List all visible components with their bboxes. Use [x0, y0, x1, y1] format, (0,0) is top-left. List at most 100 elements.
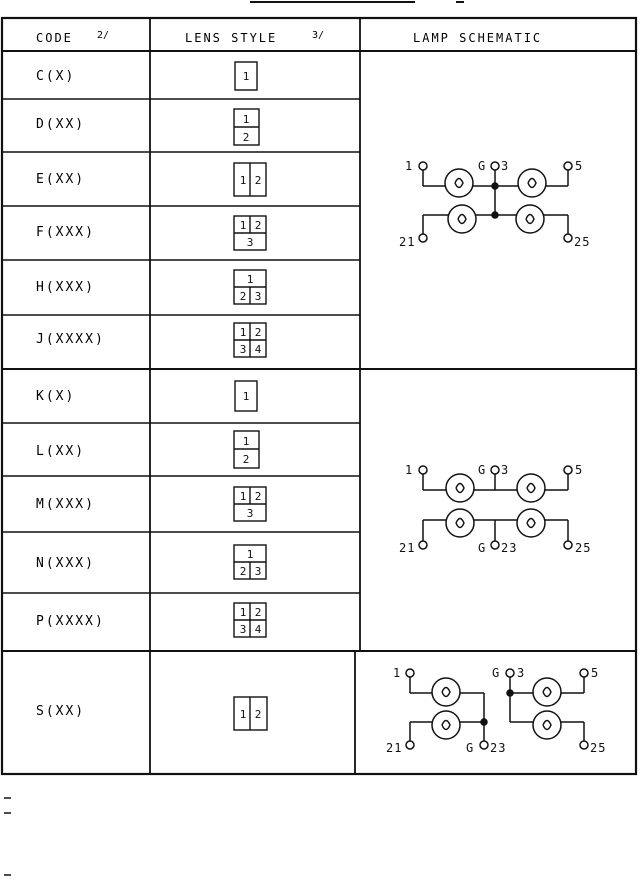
lens-style-two-over-one: 1 2 3 [233, 215, 267, 251]
lens-style-one-over-two: 1 2 3 [233, 544, 267, 580]
lamp-schematic-2: 1 G 3 5 21 G 23 25 [399, 463, 591, 555]
ground-label: G [478, 463, 486, 477]
table-header: CODE 2/ LENS STYLE 3/ LAMP SCHEMATIC [36, 30, 542, 45]
header-code: CODE [36, 31, 73, 45]
lens-number: 4 [255, 343, 262, 356]
lens-number: 1 [240, 490, 247, 503]
terminal-label: 3 [501, 159, 509, 173]
lens-number: 4 [255, 623, 262, 636]
code-cell: H(XXX) [36, 280, 95, 295]
table-frame [0, 16, 638, 776]
terminal-label: 5 [575, 159, 583, 173]
lamp-bulb [445, 508, 475, 538]
lens-number: 2 [255, 219, 262, 232]
lamp-bulb [431, 677, 461, 707]
lens-number: 2 [255, 606, 262, 619]
code-cell: J(XXXX) [36, 332, 105, 347]
lens-number: 1 [240, 708, 247, 721]
ground-label: G [466, 741, 474, 755]
lens-number: 1 [247, 548, 254, 561]
header-lens-style: LENS STYLE [185, 31, 277, 45]
lens-number: 2 [255, 326, 262, 339]
lens-style-two-over-one: 1 2 3 [233, 486, 267, 522]
code-cell: S(XX) [36, 704, 85, 719]
code-cell: K(X) [36, 389, 75, 404]
terminal-label: 1 [405, 463, 413, 477]
terminal-label: 23 [490, 741, 506, 755]
footnote-markers [4, 797, 11, 876]
lens-number: 2 [243, 131, 250, 144]
lens-number: 1 [240, 606, 247, 619]
terminal-label: 1 [405, 159, 413, 173]
lamp-schematic-3: 1 G 3 5 21 G 23 25 [386, 666, 606, 755]
lens-number: 3 [240, 343, 247, 356]
terminal-label: 21 [399, 541, 415, 555]
terminal-label: 25 [590, 741, 606, 755]
terminal-label: 21 [386, 741, 402, 755]
terminal-label: 25 [575, 541, 591, 555]
terminal-label: 23 [501, 541, 517, 555]
lamp-bulb [444, 168, 474, 198]
lamp-bulb [445, 473, 475, 503]
header-code-note: 2/ [97, 30, 109, 41]
ground-label: G [478, 541, 486, 555]
lamp-bulb [516, 473, 546, 503]
lens-style-stacked: 1 2 [233, 108, 260, 146]
code-cell: N(XXX) [36, 556, 95, 571]
lens-number: 1 [247, 273, 254, 286]
lamp-bulb [532, 710, 562, 740]
lens-number: 3 [255, 565, 262, 578]
lens-number: 2 [240, 565, 247, 578]
lens-number: 3 [240, 623, 247, 636]
lens-number: 1 [243, 435, 250, 448]
lamp-bulb [431, 710, 461, 740]
lens-number: 1 [240, 219, 247, 232]
lamp-bulb [517, 168, 547, 198]
lens-number: 2 [255, 708, 262, 721]
terminal-label: 25 [574, 235, 590, 249]
lens-column: 1 1 2 1 2 1 2 3 1 [233, 61, 268, 731]
lens-number: 1 [243, 70, 250, 83]
code-cell: P(XXXX) [36, 614, 105, 629]
lens-style-single: 1 [234, 380, 258, 412]
code-cell: F(XXX) [36, 225, 95, 240]
lens-number: 2 [240, 290, 247, 303]
lamp-schematic-1: 1 G 3 5 21 25 [399, 159, 590, 249]
lens-number: 1 [240, 174, 247, 187]
lens-style-side-by-side: 1 2 [233, 696, 268, 731]
lens-number: 2 [243, 453, 250, 466]
lamp-bulb [515, 204, 545, 234]
lens-number: 2 [255, 490, 262, 503]
lens-number: 3 [247, 507, 254, 520]
header-lens-note: 3/ [312, 30, 324, 41]
lens-number: 2 [255, 174, 262, 187]
lens-style-stacked: 1 2 [233, 430, 260, 469]
lens-number: 1 [243, 390, 250, 403]
code-column: C(X) D(XX) E(XX) F(XXX) H(XXX) J(XXXX) K… [36, 69, 105, 719]
lens-style-one-over-two: 1 2 3 [233, 269, 267, 305]
terminal-label: 1 [393, 666, 401, 680]
ground-label: G [478, 159, 486, 173]
terminal-label: 3 [501, 463, 509, 477]
code-cell: L(XX) [36, 444, 85, 459]
header-lamp-schematic: LAMP SCHEMATIC [413, 31, 542, 45]
terminal-label: 5 [575, 463, 583, 477]
lens-style-side-by-side: 1 2 [233, 162, 267, 197]
lens-number: 1 [240, 326, 247, 339]
terminal-label: 21 [399, 235, 415, 249]
code-cell: M(XXX) [36, 497, 95, 512]
lens-style-quad: 1 2 3 4 [233, 322, 267, 358]
terminal-label: 3 [517, 666, 525, 680]
lamp-bulb [532, 677, 562, 707]
code-cell: E(XX) [36, 172, 85, 187]
lens-style-quad: 1 2 3 4 [233, 602, 267, 638]
code-cell: C(X) [36, 69, 75, 84]
code-cell: D(XX) [36, 117, 85, 132]
lens-number: 3 [255, 290, 262, 303]
terminal-label: 5 [591, 666, 599, 680]
lamp-bulb [516, 508, 546, 538]
lamp-bulb [447, 204, 477, 234]
lens-number: 3 [247, 236, 254, 249]
lens-number: 1 [243, 113, 250, 126]
